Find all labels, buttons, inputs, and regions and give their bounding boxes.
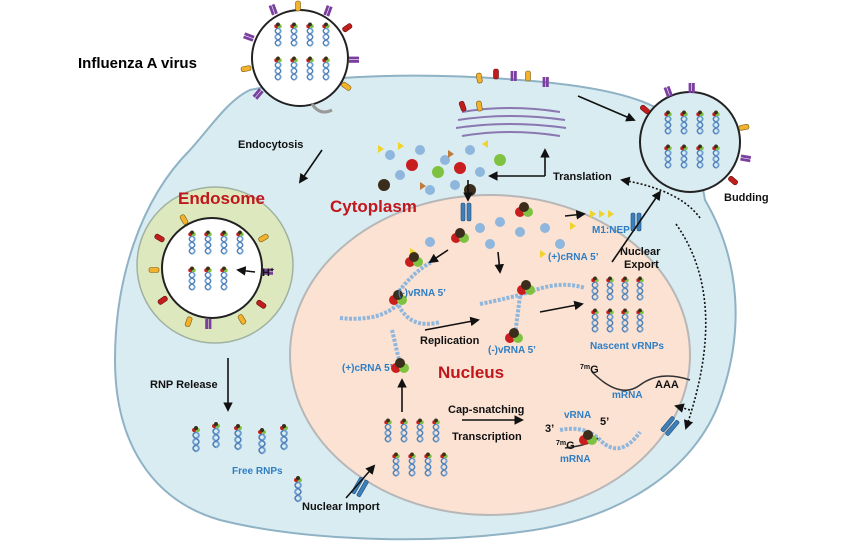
m1-nep-label: M1:NEP [592, 225, 630, 236]
receptor-binding [310, 103, 333, 114]
free-rnps-label: Free RNPs [232, 466, 283, 477]
vrna-strand [559, 426, 642, 451]
aaa-label: AAA [655, 379, 679, 391]
pos-crna-left-label: (+)cRNA 5’ [342, 363, 393, 374]
transcription-label: Transcription [452, 431, 522, 443]
h-plus-label: H+ [262, 267, 274, 279]
nuclear-export-label-2: Export [624, 259, 659, 271]
m7g-bottom-label: 7mG [556, 440, 575, 452]
nascent-vrnps-label: Nascent vRNPs [590, 341, 664, 352]
virion-outside [251, 9, 349, 107]
nucleus-label: Nucleus [438, 363, 504, 382]
rnp-release-label: RNP Release [150, 379, 218, 391]
neg-vrna-left-label: (-)vRNA 5’ [398, 288, 446, 299]
m7g-top-label: 7mG [580, 364, 599, 376]
vrna-label: vRNA [564, 410, 591, 421]
process-arrows [223, 95, 707, 499]
viral-proteins-nucleus [410, 202, 576, 258]
m1-nep-proteins [590, 210, 614, 218]
title-label: Influenza A virus [78, 55, 197, 72]
nuclear-export-label-1: Nuclear [620, 246, 661, 258]
three-prime-label: 3’ [545, 423, 554, 435]
endocytosis-label: Endocytosis [238, 139, 303, 151]
endosome-label: Endosome [178, 189, 265, 208]
pos-crna-top-label: (+)cRNA 5’ [548, 252, 599, 263]
endosome-virion [161, 217, 263, 319]
cap-snatching-label: Cap-snatching [448, 404, 524, 416]
five-prime-label: 5’ [600, 416, 609, 428]
translation-label: Translation [553, 171, 612, 183]
nuclear-import-label: Nuclear Import [302, 501, 380, 513]
neg-vrna-mid-label: (-)vRNA 5’ [488, 345, 536, 356]
mrna-strand-top [591, 371, 691, 391]
endoplasmic-reticulum [455, 107, 567, 137]
replication-label: Replication [420, 335, 480, 347]
budding-virion [639, 91, 741, 193]
mrna-top-label: mRNA [612, 390, 643, 401]
mrna-bottom-label: mRNA [560, 454, 591, 465]
cytoplasm-label: Cytoplasm [330, 197, 417, 216]
budding-label: Budding [724, 192, 769, 204]
viral-proteins-cytoplasm [378, 140, 506, 196]
